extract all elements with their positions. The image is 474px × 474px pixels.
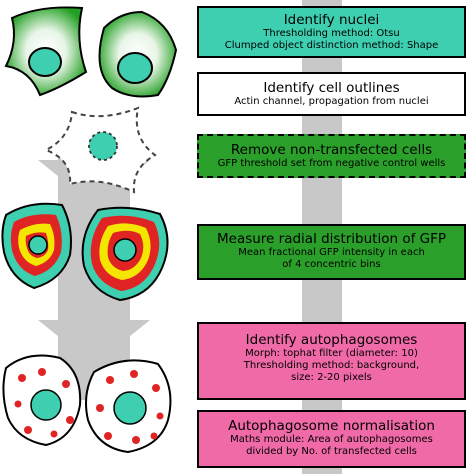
step-title: Identify nuclei [283,12,380,28]
radial-cell-1 [1,202,72,290]
step-title: Remove non-transfected cells [230,142,433,158]
step-detail: Thresholding method: Otsu [263,28,400,39]
step-detail: Mean fractional GFP intensity in each [238,247,425,258]
step-detail: size: 2-20 pixels [291,372,372,383]
step-detail: Clumped object distinction method: Shape [224,40,439,51]
step-measure-radial-distribution: Measure radial distribution of GFP Mean … [197,224,466,280]
step-identify-cell-outlines: Identify cell outlines Actin channel, pr… [197,72,466,116]
step-detail: of 4 concentric bins [282,259,381,270]
step-detail: Maths module: Area of autophagosomes [230,434,433,445]
radial-cell-2 [81,206,169,302]
step-title: Autophagosome normalisation [228,418,435,434]
step-identify-autophagosomes: Identify autophagosomes Morph: tophat fi… [197,322,466,400]
step-identify-nuclei: Identify nuclei Thresholding method: Ots… [197,6,466,58]
step-detail: Actin channel, propagation from nuclei [234,96,429,107]
step-autophagosome-normalisation: Autophagosome normalisation Maths module… [197,410,466,468]
step-detail: GFP threshold set from negative control … [217,158,446,169]
left-arrowhead-2 [38,320,150,365]
gfp-cell-2 [98,10,178,98]
step-title: Identify cell outlines [263,80,400,96]
step-title: Identify autophagosomes [245,332,418,348]
step-detail: Thresholding method: background, [243,360,420,371]
step-remove-non-transfected: Remove non-transfected cells GFP thresho… [197,134,466,178]
outline-cell [43,106,157,194]
step-title: Measure radial distribution of GFP [216,231,447,247]
autophagosome-cell-2 [85,359,172,454]
autophagosome-cell-1 [2,354,82,447]
step-detail: Morph: tophat filter (diameter: 10) [245,348,418,359]
gfp-cell-1 [4,6,88,97]
step-detail: divided by No. of transfected cells [246,446,417,457]
